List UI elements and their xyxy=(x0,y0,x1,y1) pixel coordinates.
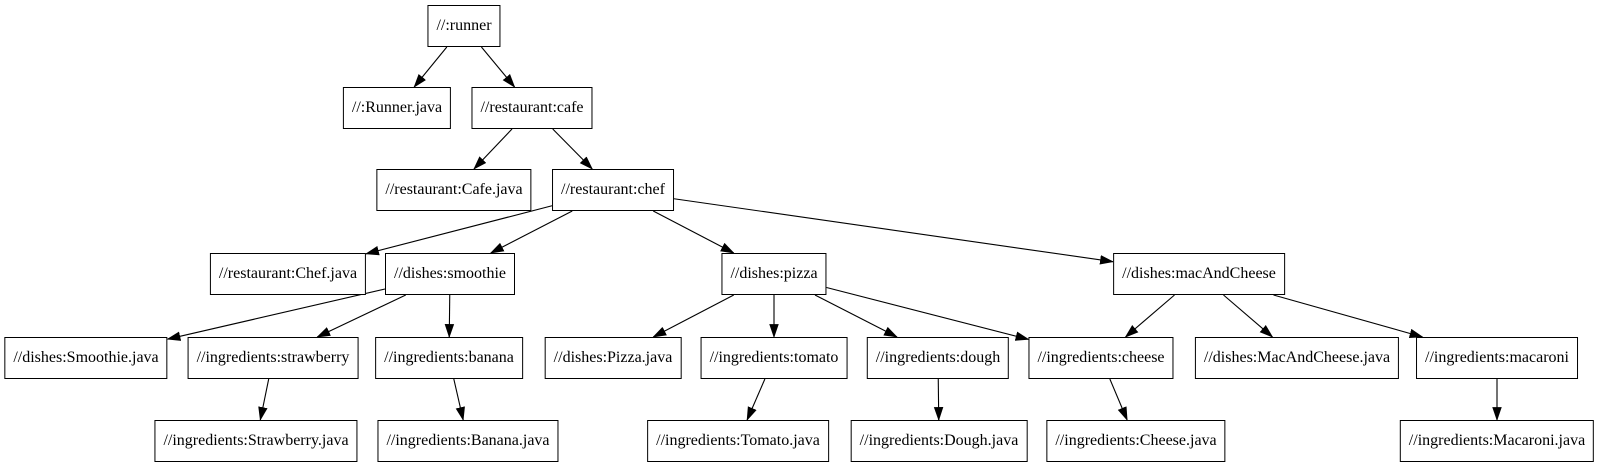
graph-node-label: //ingredients:tomato xyxy=(709,349,839,366)
graph-edge-cheese-to-cheese-java xyxy=(1109,378,1128,421)
graph-edge-pizza-to-pizza-java xyxy=(652,294,735,338)
graph-node-smoothie: //dishes:smoothie xyxy=(385,253,515,295)
graph-node-label: //ingredients:cheese xyxy=(1037,349,1165,366)
graph-edge-smoothie-to-strawberry xyxy=(316,294,406,338)
graph-node-label: //restaurant:Cafe.java xyxy=(385,181,523,198)
graph-node-label: //ingredients:dough xyxy=(875,349,1001,366)
graph-node-pizza: //dishes:pizza xyxy=(721,253,827,295)
graph-node-label: //ingredients:banana xyxy=(384,349,514,366)
graph-node-dough-java: //ingredients:Dough.java xyxy=(850,420,1028,462)
graph-node-label: //ingredients:strawberry xyxy=(196,349,350,366)
graph-edge-chef-to-pizza xyxy=(652,210,735,254)
graph-node-cafe-java: //restaurant:Cafe.java xyxy=(376,169,532,211)
graph-node-cafe: //restaurant:cafe xyxy=(471,87,593,129)
graph-edge-mac-and-cheese-to-macaroni xyxy=(1273,294,1424,339)
graph-node-pizza-java: //dishes:Pizza.java xyxy=(544,337,682,379)
graph-node-label: //ingredients:Banana.java xyxy=(386,432,550,449)
graph-node-mac-and-cheese: //dishes:macAndCheese xyxy=(1113,253,1285,295)
graph-edge-strawberry-to-strawberry-java xyxy=(258,378,270,422)
graph-node-label: //ingredients:Cheese.java xyxy=(1055,432,1217,449)
graph-edge-runner-to-runner-java xyxy=(413,46,448,88)
graph-node-dough: //ingredients:dough xyxy=(866,337,1010,379)
graph-node-tomato: //ingredients:tomato xyxy=(700,337,848,379)
graph-edge-mac-and-cheese-to-cheese xyxy=(1124,294,1175,338)
graph-node-banana-java: //ingredients:Banana.java xyxy=(377,420,559,462)
graph-edge-banana-to-banana-java xyxy=(453,378,465,422)
graph-edge-chef-to-chef-java xyxy=(364,205,553,256)
graph-node-macaroni-java: //ingredients:Macaroni.java xyxy=(1399,420,1595,462)
graph-node-label: //dishes:macAndCheese xyxy=(1122,265,1276,282)
graph-node-chef-java: //restaurant:Chef.java xyxy=(209,253,367,295)
graph-node-label: //:runner xyxy=(436,17,492,34)
graph-edge-chef-to-smoothie xyxy=(489,210,573,254)
graph-node-label: //ingredients:Tomato.java xyxy=(656,432,820,449)
graph-edge-tomato-to-tomato-java xyxy=(746,378,766,421)
graph-edge-pizza-to-cheese xyxy=(826,286,1030,341)
graph-node-runner: //:runner xyxy=(427,5,501,47)
graph-edge-mac-and-cheese-to-mac-and-cheese-java xyxy=(1223,294,1274,338)
graph-node-cheese-java: //ingredients:Cheese.java xyxy=(1046,420,1226,462)
graph-node-label: //restaurant:chef xyxy=(561,181,665,198)
graph-node-label: //ingredients:macaroni xyxy=(1425,349,1569,366)
graph-node-strawberry: //ingredients:strawberry xyxy=(187,337,359,379)
graph-node-label: //ingredients:Dough.java xyxy=(859,432,1019,449)
graph-node-label: //dishes:pizza xyxy=(730,265,818,282)
graph-edge-pizza-to-dough xyxy=(814,294,898,338)
graph-node-runner-java: //:Runner.java xyxy=(342,87,452,129)
graph-node-label: //restaurant:cafe xyxy=(480,99,584,116)
graph-node-smoothie-java: //dishes:Smoothie.java xyxy=(4,337,168,379)
graph-node-label: //restaurant:Chef.java xyxy=(218,265,358,282)
graph-edge-smoothie-to-banana xyxy=(444,294,455,339)
graph-node-strawberry-java: //ingredients:Strawberry.java xyxy=(154,420,358,462)
graph-node-chef: //restaurant:chef xyxy=(552,169,674,211)
graph-edge-smoothie-to-smoothie-java xyxy=(166,288,386,341)
graph-node-label: //dishes:Smoothie.java xyxy=(13,349,159,366)
graph-node-tomato-java: //ingredients:Tomato.java xyxy=(647,420,829,462)
graph-edge-runner-to-cafe xyxy=(480,46,516,88)
graph-node-label: //ingredients:Macaroni.java xyxy=(1408,432,1586,449)
graph-node-macaroni: //ingredients:macaroni xyxy=(1416,337,1578,379)
graph-edge-cafe-to-cafe-java xyxy=(473,128,513,170)
graph-node-mac-and-cheese-java: //dishes:MacAndCheese.java xyxy=(1194,337,1400,379)
graph-node-label: //:Runner.java xyxy=(351,99,443,116)
graph-node-label: //dishes:Pizza.java xyxy=(553,349,673,366)
graph-node-banana: //ingredients:banana xyxy=(375,337,523,379)
graph-node-cheese: //ingredients:cheese xyxy=(1028,337,1174,379)
graph-edge-chef-to-mac-and-cheese xyxy=(673,198,1115,265)
graph-node-label: //dishes:MacAndCheese.java xyxy=(1203,349,1391,366)
graph-edge-cafe-to-chef xyxy=(552,128,594,170)
graph-node-label: //ingredients:Strawberry.java xyxy=(163,432,349,449)
graph-node-label: //dishes:smoothie xyxy=(394,265,506,282)
